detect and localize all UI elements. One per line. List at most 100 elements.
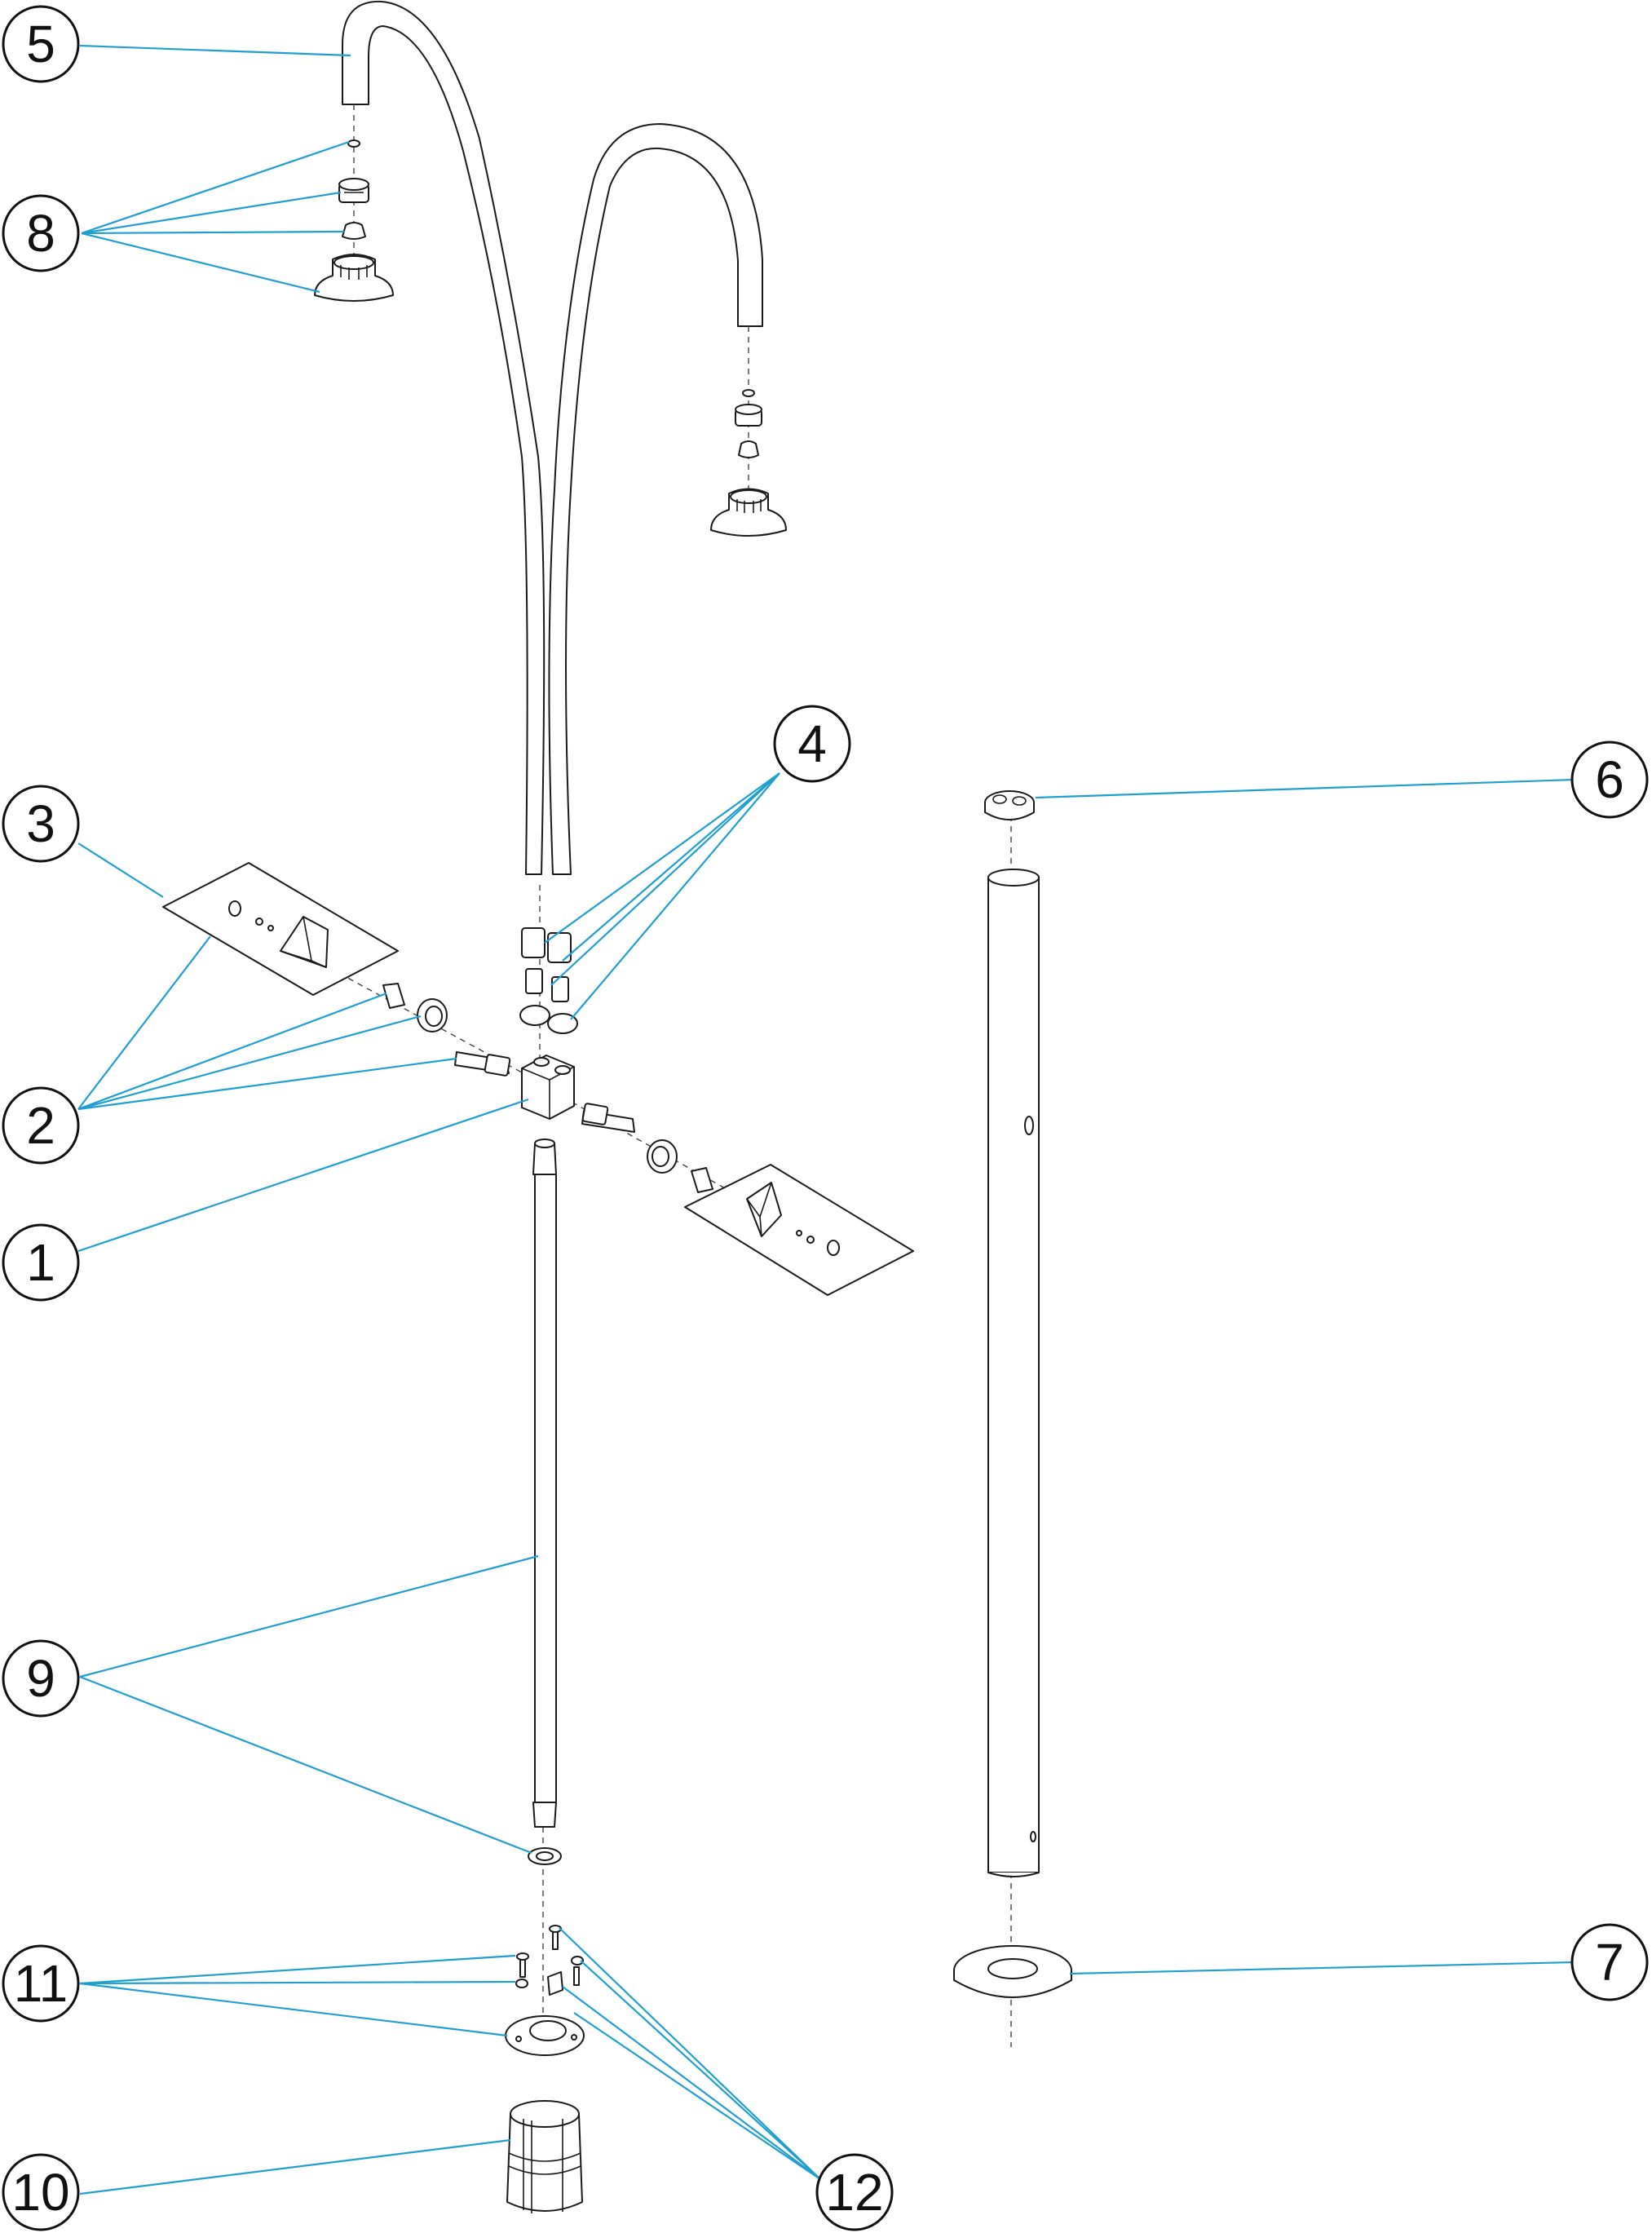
leader-4-c: [550, 772, 780, 986]
shower-arms: [342, 0, 763, 875]
valve-port-right: [554, 1065, 571, 1075]
right-knurled-nut: [691, 1167, 713, 1193]
outer-column: [953, 790, 1072, 1998]
pipe-washer-inner: [536, 1851, 554, 1861]
leader-1: [77, 1098, 529, 1253]
leader-8-d: [81, 232, 320, 294]
right-cartridge-body: [581, 1103, 609, 1125]
left-knurled-nut: [382, 983, 405, 1009]
callout-7-label: 7: [1595, 1933, 1624, 1992]
callout-11-label: 11: [14, 1954, 68, 2013]
valve-port-left: [533, 1057, 550, 1067]
screw-left-head: [516, 1952, 529, 1961]
column-side-hole: [1024, 1116, 1034, 1135]
callout-12-circle: [815, 2153, 894, 2231]
callout-8-circle: [2, 194, 80, 272]
leader-5: [79, 44, 351, 57]
callout-5-circle: [2, 5, 80, 83]
left-cartridge-ring-inner: [425, 1006, 443, 1027]
axis-lines: [236, 104, 1012, 2047]
callout-6-circle: [1570, 741, 1649, 819]
leader-2-c: [77, 1057, 457, 1111]
leader-4-d: [570, 772, 780, 1020]
leader-9-a: [79, 1554, 539, 1678]
callout-10: 10: [2, 2153, 80, 2231]
ground-anchor-top: [510, 2100, 580, 2128]
callout-5: 5: [2, 5, 80, 83]
shower-head-top: [730, 489, 767, 504]
callout-4-label: 4: [797, 714, 827, 773]
fitting-nut-left: [521, 927, 546, 958]
right-handle-lever: [746, 1182, 782, 1237]
column-tube-bottom: [987, 1872, 1040, 1877]
leader-3: [77, 842, 164, 898]
callout-10-label: 10: [11, 2163, 69, 2222]
left-handle-cap: [228, 900, 241, 917]
callout-3-circle: [2, 785, 80, 863]
fitting-adapter-right: [551, 976, 569, 1002]
valve-assembly: [382, 983, 713, 1193]
nut-fitting-top: [338, 178, 369, 191]
callout-12-label: 12: [825, 2163, 883, 2222]
leader-9-b: [79, 1675, 532, 1855]
leader-12-d: [573, 2012, 821, 2180]
callout-9-label: 9: [26, 1649, 55, 1708]
left-handle-plate: [162, 862, 399, 996]
leader-2-a: [77, 992, 387, 1111]
callout-3: 3: [2, 785, 80, 863]
callout-8: 8: [2, 194, 80, 272]
callout-11-circle: [2, 1944, 80, 2023]
nut-left: [515, 1979, 528, 1988]
leader-12-a: [559, 1927, 821, 2180]
right-shower-arm: [548, 123, 763, 875]
column-base-plate-side: [953, 1970, 1072, 1998]
leader-6: [1035, 778, 1575, 799]
left-handle-lever-edge: [280, 916, 327, 968]
callout-1-label: 1: [26, 1233, 55, 1292]
callout-1-circle: [2, 1223, 80, 1302]
callout-10-circle: [2, 2153, 80, 2231]
left-shower-arm: [342, 0, 546, 875]
right-handle-set: [684, 1164, 914, 1296]
pipe-bottom-fitting: [532, 1802, 557, 1828]
left-cartridge-body: [484, 1054, 511, 1077]
flange-hole-2: [571, 2034, 577, 2041]
callout-2: 2: [2, 1086, 80, 1165]
leader-11-a: [79, 1954, 516, 1985]
leader-8-c: [81, 230, 345, 235]
leader-8-b: [81, 191, 342, 235]
base-assembly: [505, 1925, 585, 2213]
callout-4: 4: [773, 705, 851, 783]
adapter-cone: [738, 440, 759, 458]
callout-5-label: 5: [26, 15, 55, 73]
nut-right: [571, 1956, 584, 1965]
fitting-washer-right: [547, 1013, 578, 1034]
callout-8-label: 8: [26, 204, 55, 263]
pipe-top-fitting-cap: [534, 1139, 555, 1148]
shower-head: [314, 254, 394, 302]
callout-7: 7: [1570, 1923, 1649, 2001]
left-handle-washer: [267, 925, 274, 931]
column-bottom-hole: [1030, 1831, 1036, 1842]
callout-11: 11: [2, 1944, 80, 2023]
fitting-washer-left: [519, 1005, 550, 1026]
column-tube-top: [987, 869, 1040, 887]
shower-head-top: [333, 255, 374, 270]
callout-3-label: 3: [26, 794, 55, 853]
column-tube: [987, 877, 1040, 1873]
leader-2-b: [77, 1015, 422, 1111]
leader-7: [1069, 1961, 1575, 1975]
left-handle-set: [162, 862, 399, 996]
right-shower-head-set: [710, 389, 787, 537]
valve-body: [521, 1055, 575, 1120]
anchor-slot-left: [523, 2119, 532, 2213]
callout-1: 1: [2, 1223, 80, 1302]
right-handle-lever-edge: [746, 1182, 772, 1237]
leader-4-a: [544, 772, 780, 944]
leader-lines: [77, 44, 1575, 2195]
column-cap-side: [984, 803, 1035, 820]
callout-12: 12: [815, 2153, 894, 2231]
right-handle-cap: [827, 1240, 840, 1256]
callout-7-circle: [1570, 1923, 1649, 2001]
